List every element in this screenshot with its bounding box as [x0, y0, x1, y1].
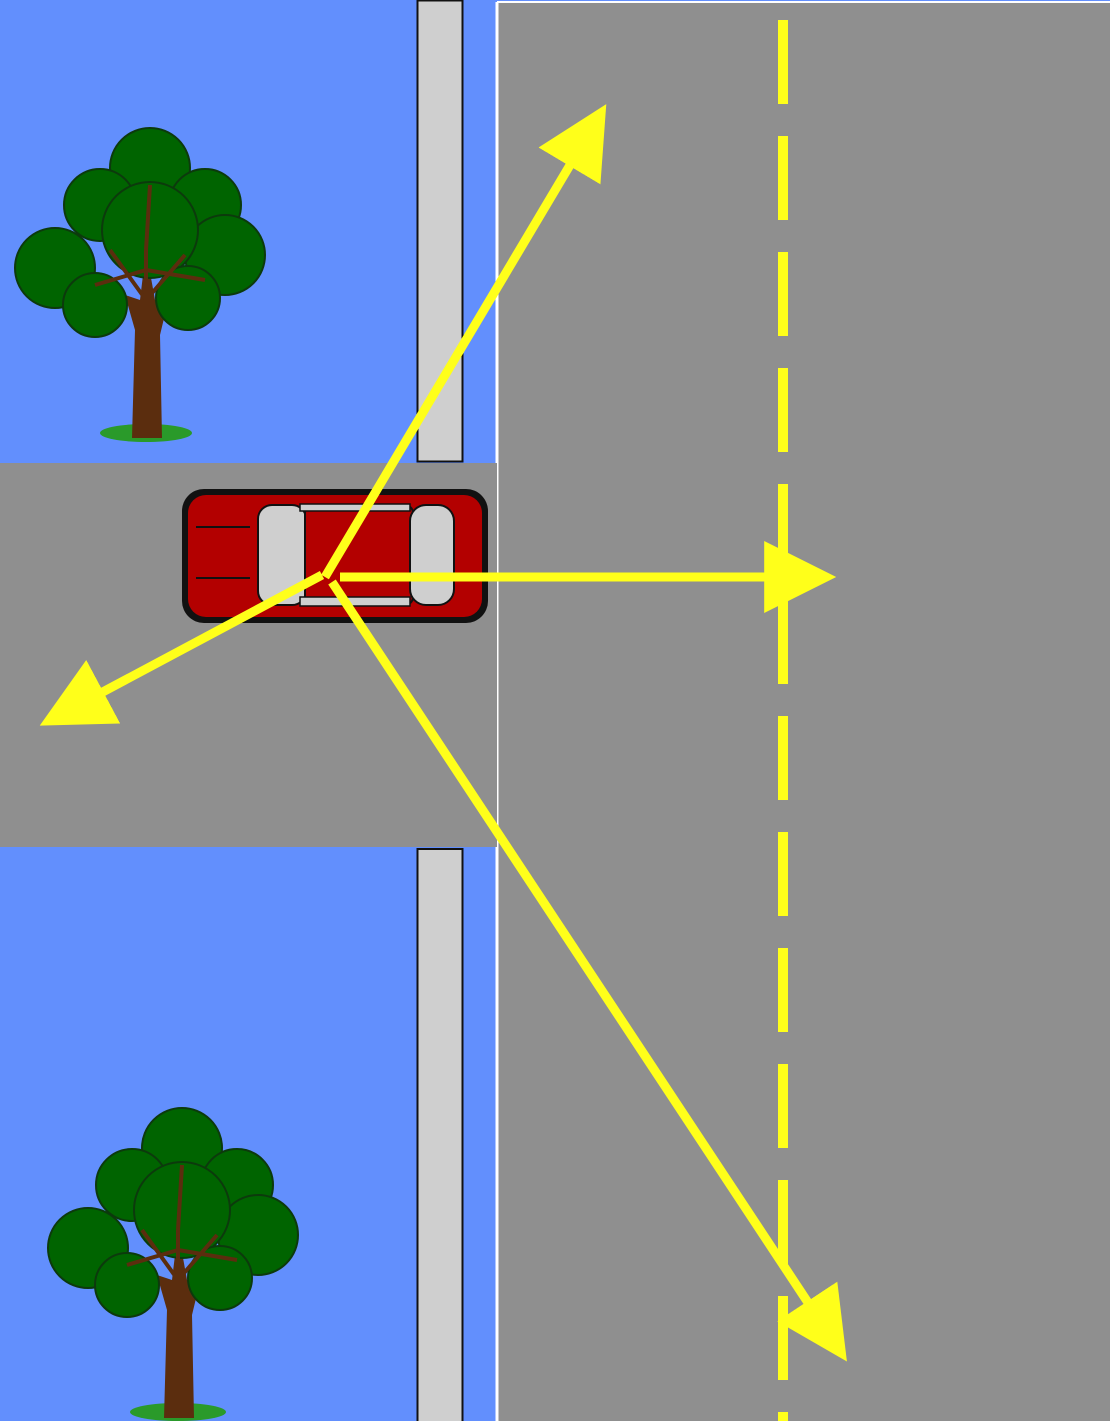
main-road — [496, 2, 1110, 1421]
tree-upper — [14, 127, 266, 442]
sight-arrows — [39, 104, 847, 1362]
arrow-down-left — [39, 571, 325, 726]
arrow-up-right — [321, 104, 607, 580]
arrow-down-right — [328, 579, 847, 1362]
sidewalk-lower — [416, 848, 464, 1421]
car-windshield — [409, 504, 455, 606]
tree-lower — [47, 1107, 299, 1421]
